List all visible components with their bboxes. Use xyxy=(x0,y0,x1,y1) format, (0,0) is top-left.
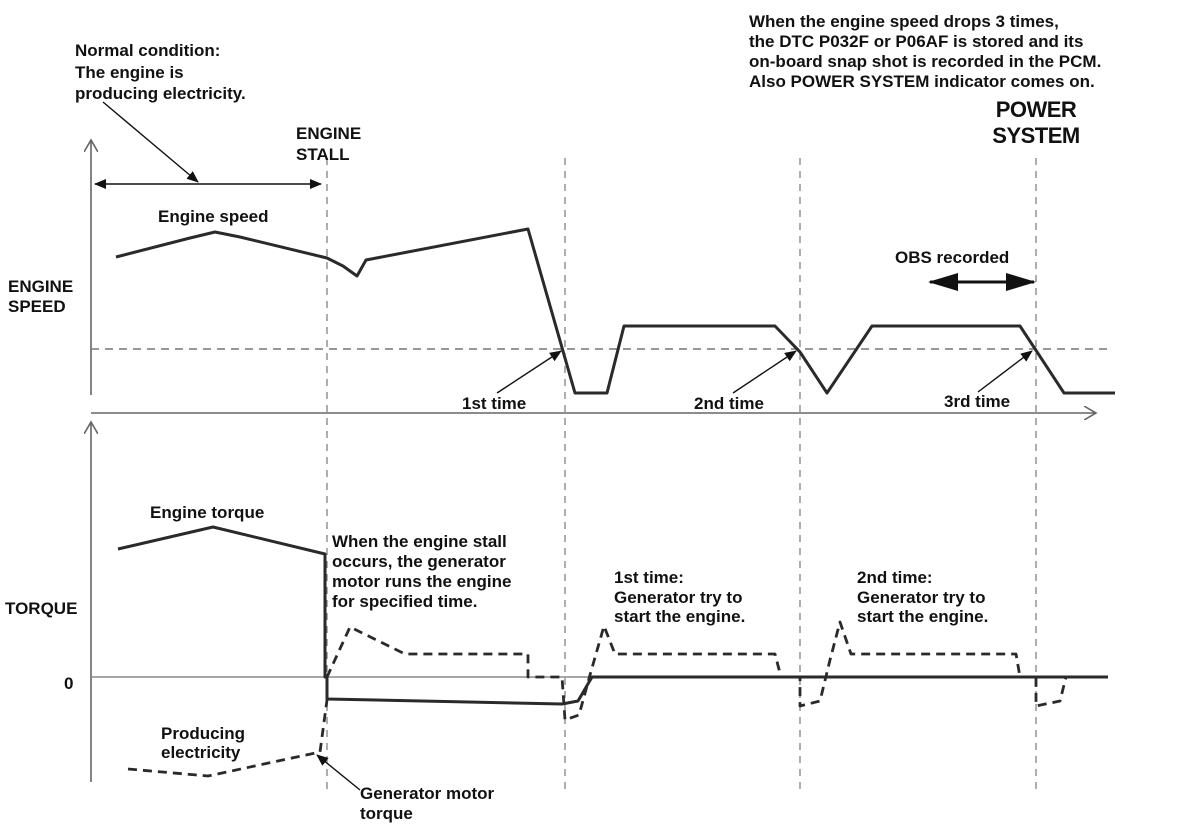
svg-text:electricity: electricity xyxy=(161,743,241,762)
second-drop-label: 2nd time xyxy=(694,394,764,413)
third-drop-pointer xyxy=(977,350,1033,393)
svg-text:Also POWER SYSTEM indicator co: Also POWER SYSTEM indicator comes on. xyxy=(749,72,1095,91)
svg-text:ENGINE: ENGINE xyxy=(8,277,73,296)
normal-condition-label: Normal condition: The engine is producin… xyxy=(75,41,246,103)
svg-text:2nd time:: 2nd time: xyxy=(857,568,933,587)
svg-text:torque: torque xyxy=(360,804,413,823)
svg-text:When the engine stall: When the engine stall xyxy=(332,532,507,551)
first-drop-label: 1st time xyxy=(462,394,526,413)
engine-torque-series-label: Engine torque xyxy=(150,503,264,522)
torque-axis-label: TORQUE xyxy=(5,599,77,618)
svg-text:SYSTEM: SYSTEM xyxy=(992,123,1079,148)
dtc-note-label: When the engine speed drops 3 times, the… xyxy=(749,12,1101,91)
svg-text:Generator try to: Generator try to xyxy=(857,588,985,607)
stall-note-label: When the engine stall occurs, the genera… xyxy=(332,532,511,611)
producing-electricity-label: Producing electricity xyxy=(161,724,245,762)
svg-text:ENGINE: ENGINE xyxy=(296,124,361,143)
svg-text:for specified time.: for specified time. xyxy=(332,592,477,611)
engine-speed-series-label: Engine speed xyxy=(158,207,269,226)
power-system-indicator: POWER SYSTEM xyxy=(992,97,1080,148)
svg-text:The engine is: The engine is xyxy=(75,63,184,82)
svg-text:the DTC P032F or P06AF is stor: the DTC P032F or P06AF is stored and its xyxy=(749,32,1083,51)
first-drop-pointer xyxy=(496,350,562,394)
svg-text:When the engine speed drops 3: When the engine speed drops 3 times, xyxy=(749,12,1059,31)
engine-stall-label: ENGINE STALL xyxy=(296,124,361,164)
svg-text:on-board snap shot is recorded: on-board snap shot is recorded in the PC… xyxy=(749,52,1101,71)
svg-text:Generator motor: Generator motor xyxy=(360,784,495,803)
svg-text:start the engine.: start the engine. xyxy=(614,607,745,626)
svg-text:motor runs the engine: motor runs the engine xyxy=(332,572,511,591)
engine-speed-curve xyxy=(115,227,1115,395)
svg-text:start the engine.: start the engine. xyxy=(857,607,988,626)
svg-text:Generator try to: Generator try to xyxy=(614,588,742,607)
svg-text:SPEED: SPEED xyxy=(8,297,66,316)
svg-text:producing electricity.: producing electricity. xyxy=(75,84,246,103)
second-drop-pointer xyxy=(732,350,797,394)
svg-text:STALL: STALL xyxy=(296,145,350,164)
first-try-label: 1st time: Generator try to start the eng… xyxy=(614,568,745,626)
generator-torque-curve xyxy=(127,620,1068,778)
engine-speed-axis-label: ENGINE SPEED xyxy=(8,277,73,316)
svg-text:Normal condition:: Normal condition: xyxy=(75,41,220,60)
svg-text:Producing: Producing xyxy=(161,724,245,743)
obs-recorded-label: OBS recorded xyxy=(895,248,1009,267)
torque-zero-label: 0 xyxy=(64,674,73,693)
generator-torque-pointer xyxy=(316,754,361,791)
generator-torque-label: Generator motor torque xyxy=(360,784,495,823)
second-try-label: 2nd time: Generator try to start the eng… xyxy=(857,568,988,626)
normal-condition-pointer xyxy=(102,101,199,183)
svg-text:occurs, the generator: occurs, the generator xyxy=(332,552,506,571)
svg-text:POWER: POWER xyxy=(996,97,1077,122)
svg-text:1st time:: 1st time: xyxy=(614,568,684,587)
third-drop-label: 3rd time xyxy=(944,392,1010,411)
